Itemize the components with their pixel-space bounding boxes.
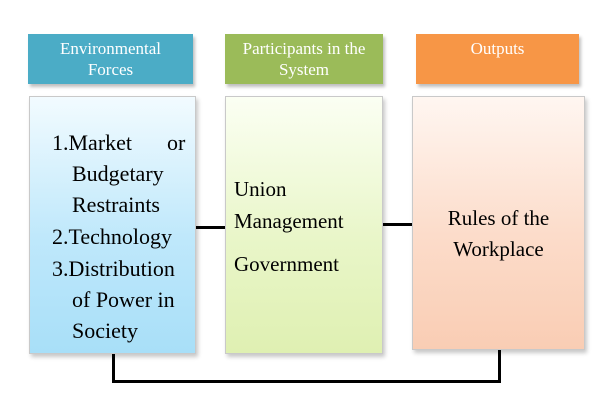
env-item-technology: 2.Technology: [52, 224, 173, 249]
environmental-forces-box: 1.Market or Budgetary Restraints 2.Techn…: [29, 96, 196, 354]
env-item-distribution-line2: of Power in: [72, 287, 175, 312]
environmental-forces-header-line1: Environmental: [59, 39, 162, 58]
env-item-market-line3: Restraints: [72, 192, 160, 217]
env-item-distribution-line1: 3.Distribution: [52, 256, 175, 281]
env-item-market-line2: Budgetary: [72, 161, 164, 186]
participant-government: Government: [234, 252, 339, 276]
connector-participants-to-outputs: [383, 223, 412, 226]
outputs-header: Outputs: [416, 34, 579, 84]
outputs-line2: Workplace: [453, 237, 544, 261]
env-item-market-prefix: 1.Market: [52, 130, 133, 155]
connector-env-to-participants: [196, 226, 225, 229]
participants-header-line2: System: [278, 60, 330, 79]
env-item-market-or: or: [167, 130, 186, 155]
participant-union: Union: [234, 177, 287, 201]
participants-box: Union Management Government: [225, 96, 383, 354]
environmental-forces-header-line2: Forces: [87, 60, 134, 79]
participant-management: Management: [234, 209, 344, 233]
outputs-header-line1: Outputs: [470, 39, 525, 58]
outputs-box: Rules of the Workplace: [412, 96, 585, 350]
participants-header-line1: Participants in the: [242, 39, 366, 58]
feedback-loop-right-vertical: [498, 350, 501, 383]
feedback-loop-left-vertical: [112, 354, 115, 383]
feedback-loop-bottom-horizontal: [112, 380, 501, 383]
outputs-line1: Rules of the: [447, 206, 550, 230]
environmental-forces-header: Environmental Forces: [28, 34, 193, 84]
env-item-distribution-line3: Society: [72, 318, 138, 343]
participants-header: Participants in the System: [225, 34, 383, 84]
